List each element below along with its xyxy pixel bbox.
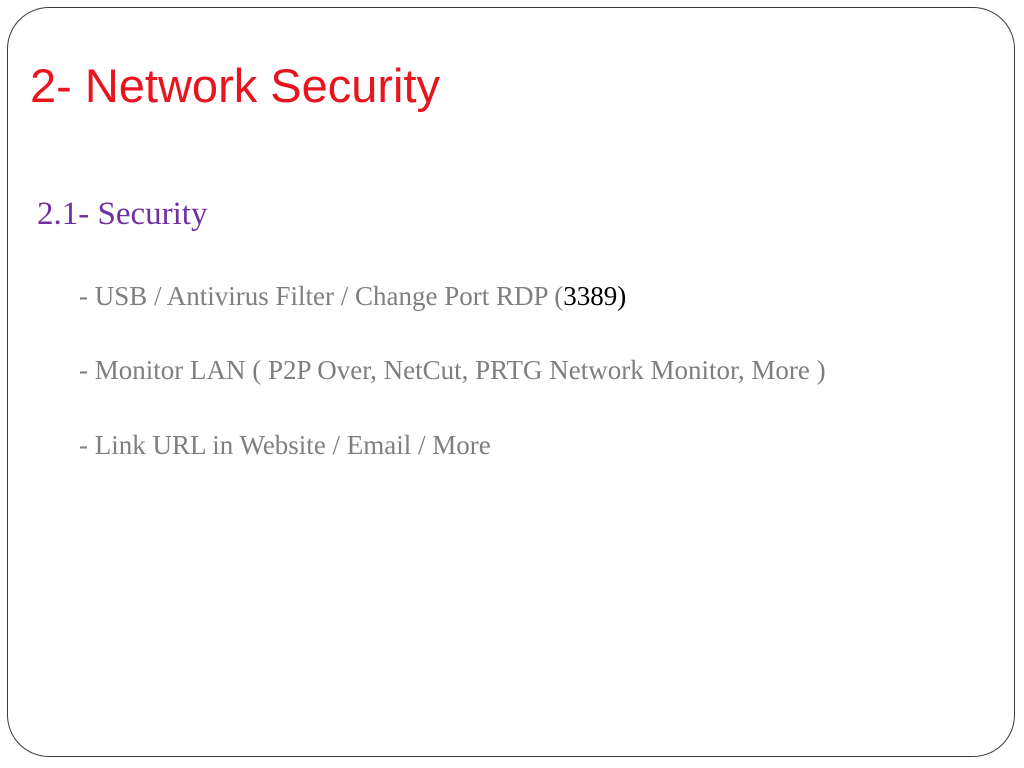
slide-title: 2- Network Security: [30, 59, 441, 112]
bullet-usb-antivirus-rdp: - USB / Antivirus Filter / Change Port R…: [79, 278, 626, 314]
bullet-text: - USB / Antivirus Filter / Change Port R…: [79, 281, 564, 311]
bullet-link-url: - Link URL in Website / Email / More: [79, 430, 491, 460]
slide-frame: 2- Network Security 2.1- Security - USB …: [7, 7, 1015, 757]
section-subheading: 2.1- Security: [37, 196, 208, 232]
bullet-monitor-lan: - Monitor LAN ( P2P Over, NetCut, PRTG N…: [79, 355, 826, 385]
rdp-port-number: 3389): [563, 281, 627, 311]
